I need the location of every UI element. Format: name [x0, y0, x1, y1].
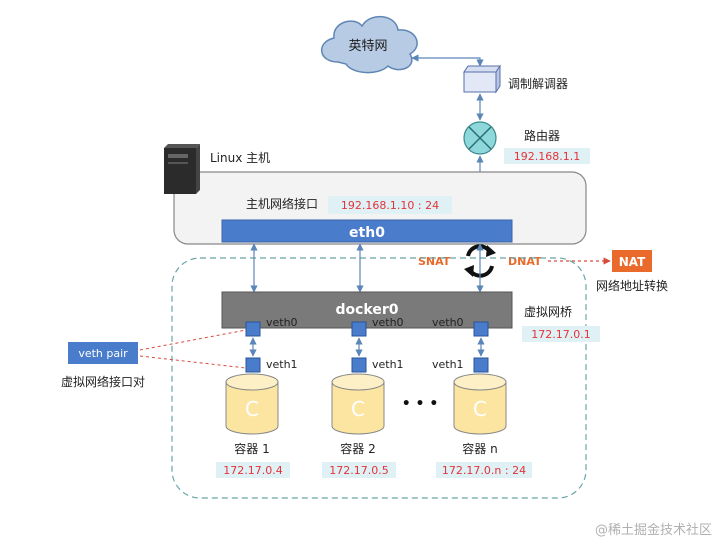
modem-label: 调制解调器: [508, 77, 568, 91]
container-name-1: 容器 1: [234, 441, 269, 456]
bridge-ip-box: [522, 326, 600, 342]
veth-pair-pointer-2: [139, 355, 247, 369]
veth1-port-1: [245, 357, 261, 373]
docker-region: [171, 257, 587, 499]
router-ip-box: [504, 148, 590, 164]
veth-pair-pointer-1: [139, 329, 247, 351]
container-name-n: 容器 n: [462, 441, 497, 456]
server-icon: [164, 144, 200, 194]
veth0-port-n: [473, 321, 489, 337]
internet-label: 英特网: [348, 39, 387, 54]
bridge-ip: 172.17.0.1: [531, 328, 590, 341]
container-ip-box-1: [216, 462, 290, 478]
docker0-label: docker0: [335, 302, 398, 318]
nat-caption: 网络地址转换: [596, 278, 668, 293]
router-ip: 192.168.1.1: [514, 150, 580, 163]
router-icon: [463, 121, 497, 155]
container-ip-2: 172.17.0.5: [329, 464, 388, 477]
veth0-label-2: veth0: [372, 316, 404, 329]
container-2: veth0 veth1 C 容器 2 172.17.0.5: [322, 316, 404, 478]
container-ip-n: 172.17.0.n : 24: [442, 464, 526, 477]
veth-pair-box: [68, 342, 138, 364]
container-name-2: 容器 2: [340, 441, 375, 456]
veth-pair-label: veth pair: [78, 347, 128, 360]
host-nic-ip-box: [328, 196, 452, 214]
docker0-bridge: [221, 291, 513, 329]
container-ellipsis: • • •: [402, 396, 439, 412]
snat-label: SNAT: [418, 255, 451, 268]
internet-cloud: 英特网: [321, 16, 418, 74]
veth0-label-n: veth0: [432, 316, 464, 329]
container-glyph-n: C: [473, 397, 487, 421]
nat-box: [612, 250, 652, 272]
container-glyph-2: C: [351, 397, 365, 421]
veth0-port-1: [245, 321, 261, 337]
modem-device: [463, 64, 501, 94]
container-glyph-1: C: [245, 397, 259, 421]
watermark: @稀土掘金技术社区: [595, 522, 712, 538]
host-nic-label: 主机网络接口: [246, 196, 318, 211]
container-n: veth0 veth1 C 容器 n 172.17.0.n : 24: [432, 316, 532, 478]
veth0-port-2: [351, 321, 367, 337]
veth1-port-2: [351, 357, 367, 373]
dnat-label: DNAT: [508, 255, 542, 268]
host-title: Linux 主机: [210, 151, 270, 165]
container-ip-1: 172.17.0.4: [223, 464, 282, 477]
eth0-label: eth0: [349, 225, 385, 241]
nat-label: NAT: [619, 255, 646, 269]
internet-modem-link: [411, 54, 484, 67]
veth1-label-1: veth1: [266, 358, 298, 371]
bridge-caption: 虚拟网桥: [524, 305, 572, 319]
veth1-label-n: veth1: [432, 358, 464, 371]
router-label: 路由器: [524, 128, 560, 143]
veth-pair-caption: 虚拟网络接口对: [61, 374, 145, 389]
host-nic-ip: 192.168.1.10 : 24: [341, 199, 439, 212]
container-ip-box-n: [436, 462, 532, 478]
veth0-label-1: veth0: [266, 316, 298, 329]
container-ip-box-2: [322, 462, 396, 478]
container-1: veth0 veth1 C 容器 1 172.17.0.4: [216, 316, 298, 478]
eth0-interface: [221, 219, 513, 243]
veth1-port-n: [473, 357, 489, 373]
veth1-label-2: veth1: [372, 358, 404, 371]
